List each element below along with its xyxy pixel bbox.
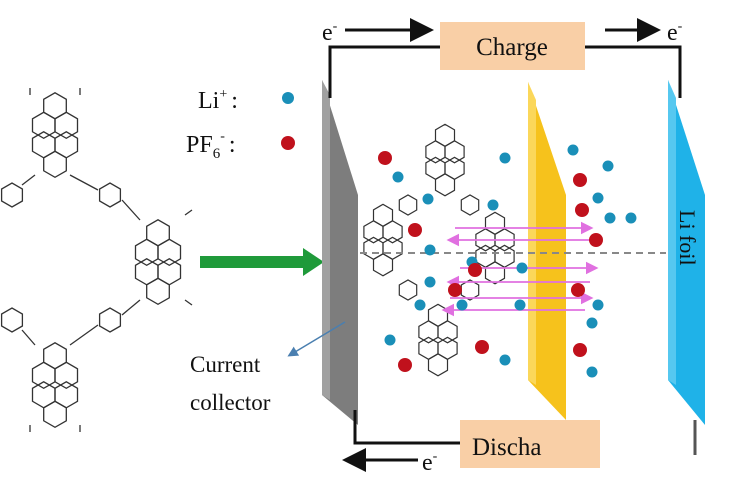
li-foil-plate <box>668 80 705 425</box>
benzene-ring <box>0 307 24 333</box>
benzene-ring <box>146 277 170 306</box>
li-ion <box>592 299 604 311</box>
benzene-ring <box>434 123 456 147</box>
benzene-ring <box>460 194 480 216</box>
pf6-ion <box>408 223 422 237</box>
benzene-ring <box>146 219 170 247</box>
li-ion <box>516 262 528 274</box>
electron-label-bottom: e- <box>422 449 438 476</box>
pf6-ion <box>575 203 589 217</box>
polymer-structure <box>0 88 193 432</box>
bond <box>121 299 141 316</box>
bond <box>69 174 99 191</box>
li-ion <box>625 212 637 224</box>
benzene-ring <box>398 279 418 301</box>
current-collector-label-line1: Current <box>190 352 261 377</box>
benzene-ring <box>372 253 394 277</box>
ions <box>378 144 637 378</box>
li-ion <box>456 299 468 311</box>
pf6-ion <box>571 283 585 297</box>
li-ion <box>604 212 616 224</box>
li-ion <box>586 317 598 329</box>
li-ion <box>414 299 426 311</box>
li-ion <box>586 366 598 378</box>
li-ion-legend-label: Li+: <box>198 87 238 114</box>
li-ion <box>514 299 526 311</box>
bond <box>184 299 193 306</box>
li-ion <box>592 192 604 204</box>
pf6-ion <box>573 173 587 187</box>
green-arrow <box>200 248 324 276</box>
pf6-ion <box>398 358 412 372</box>
pf6-ion-legend-dot <box>281 136 295 150</box>
benzene-ring <box>427 353 449 377</box>
bond <box>21 329 36 346</box>
li-ion <box>424 244 436 256</box>
benzene-ring <box>434 173 456 197</box>
charge-box <box>440 22 585 70</box>
benzene-ring <box>0 182 24 208</box>
bond <box>121 199 141 221</box>
benzene-ring <box>43 342 67 370</box>
bond <box>21 174 36 186</box>
li-foil-label: Li foil <box>675 210 700 266</box>
benzene-ring <box>484 261 506 285</box>
li-ion <box>499 354 511 366</box>
benzene-ring <box>43 92 67 120</box>
separator-plate <box>528 82 566 420</box>
li-ion-legend-dot <box>282 92 294 104</box>
discharge-box <box>460 420 600 468</box>
benzene-ring <box>484 211 506 235</box>
benzene-ring <box>398 194 418 216</box>
benzene-ring <box>427 303 449 327</box>
bond <box>184 209 193 216</box>
current-collector-plate <box>322 80 358 425</box>
pf6-ion <box>468 263 482 277</box>
li-ion <box>384 334 396 346</box>
current-collector-label-line2: collector <box>190 390 271 415</box>
circuit-wires <box>328 45 697 455</box>
pf6-ion <box>448 283 462 297</box>
benzene-ring <box>43 400 67 429</box>
li-ion <box>424 276 436 288</box>
benzene-ring <box>43 150 67 179</box>
pf6-ion <box>378 151 392 165</box>
benzene-ring <box>98 182 122 208</box>
li-ion <box>422 193 434 205</box>
li-ion <box>602 160 614 172</box>
electron-label-top-right: e- <box>667 19 683 46</box>
electron-label-top-left: e- <box>322 19 338 46</box>
benzene-ring <box>460 279 480 301</box>
pf6-ion <box>475 340 489 354</box>
pf6-ion <box>589 233 603 247</box>
bond <box>69 324 99 346</box>
benzene-ring <box>98 307 122 333</box>
li-ion <box>392 171 404 183</box>
benzene-ring <box>372 203 394 227</box>
pf6-ion-legend-label: PF6-: <box>186 129 236 162</box>
li-ion <box>487 199 499 211</box>
charge-label: Charge <box>476 34 548 61</box>
collector-pointer-arrow <box>287 321 346 357</box>
pf6-ion <box>573 343 587 357</box>
li-ion <box>567 144 579 156</box>
discharge-label: Discha <box>472 434 541 461</box>
li-ion <box>499 152 511 164</box>
